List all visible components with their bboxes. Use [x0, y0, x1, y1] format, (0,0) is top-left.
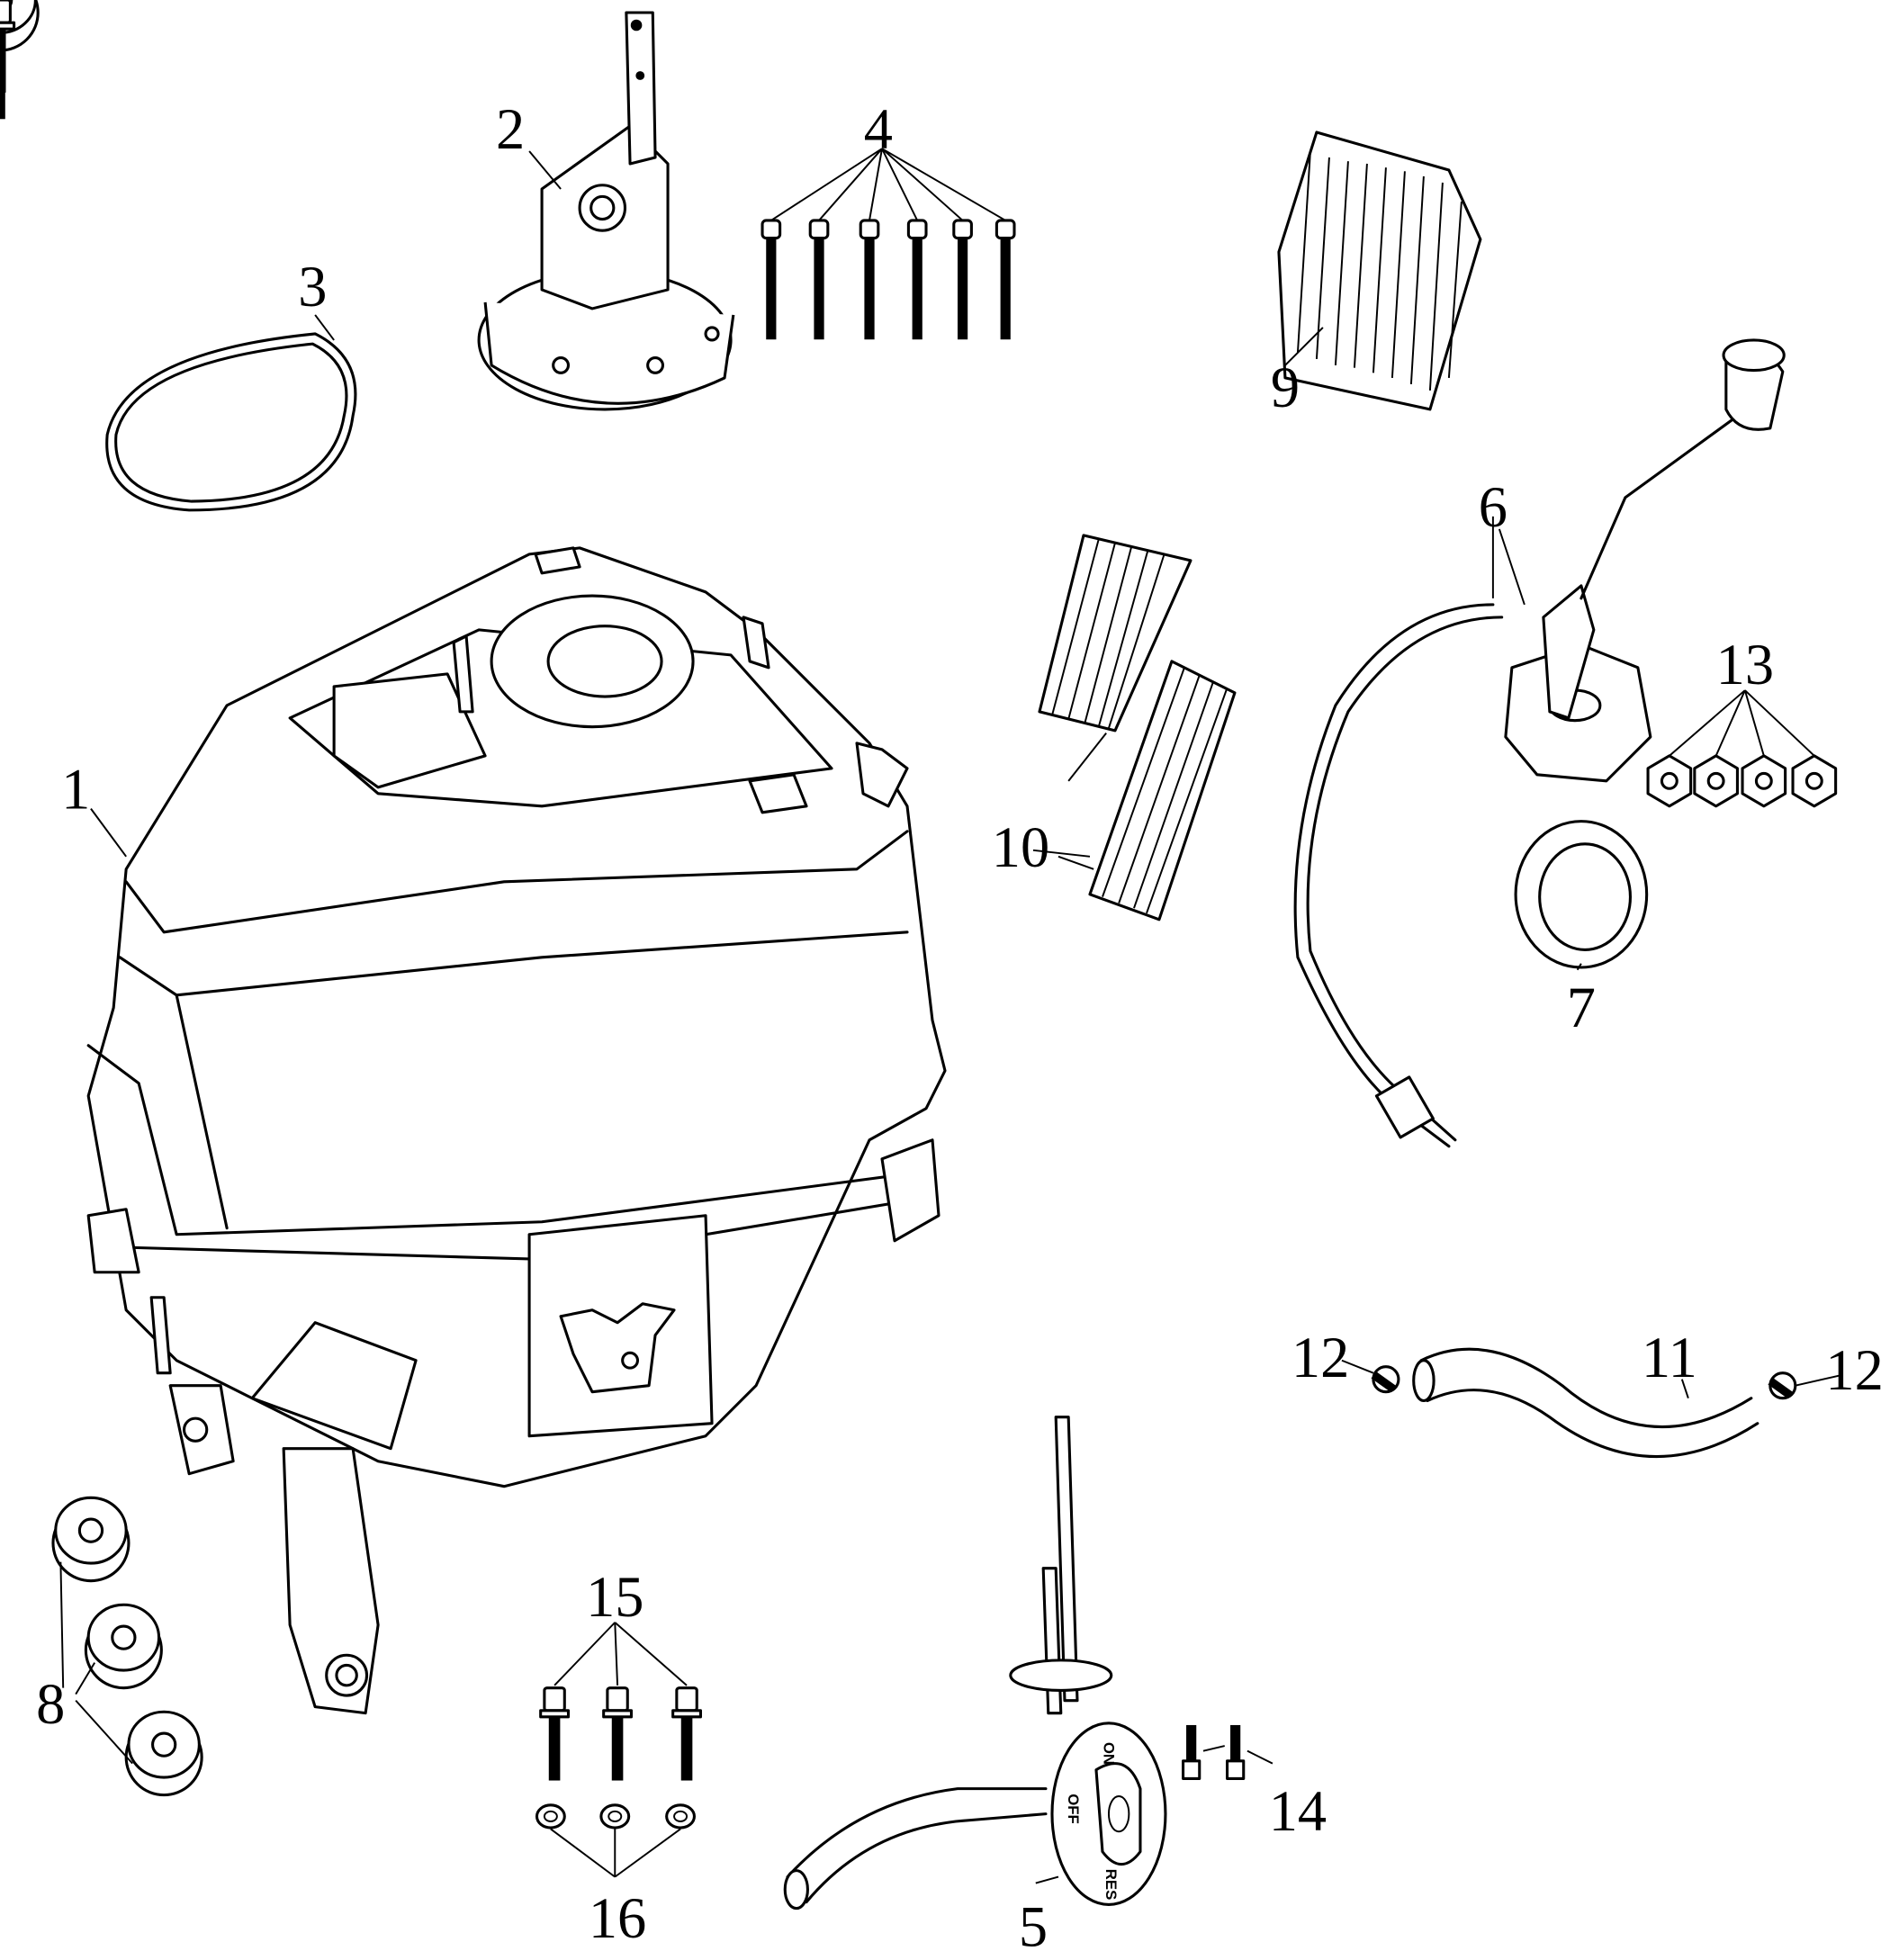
callout-5: 5	[1019, 1895, 1048, 1959]
callout-10: 10	[992, 815, 1049, 879]
callout-14: 14	[1269, 1779, 1327, 1843]
rubber-pad	[1277, 130, 1482, 411]
callout-12-left: 12	[1292, 1326, 1349, 1389]
screws-set-4	[0, 0, 1016, 341]
hose-clamp-right	[1768, 1371, 1797, 1400]
callout-11: 11	[1642, 1326, 1697, 1389]
fuel-tank	[86, 546, 947, 1715]
tap-res-label: RES	[1102, 1869, 1120, 1901]
callout-2: 2	[496, 97, 525, 161]
callout-15: 15	[586, 1565, 644, 1629]
callout-13: 13	[1716, 633, 1774, 697]
callout-9: 9	[1271, 355, 1300, 419]
washers-set-16	[535, 1803, 696, 1878]
fuel-level-sender	[1293, 338, 1786, 1148]
callout-12-right: 12	[1825, 1338, 1883, 1402]
screws-set-14	[1182, 1724, 1274, 1780]
callout-7: 7	[1567, 976, 1596, 1039]
callout-16: 16	[589, 1886, 646, 1950]
callout-4: 4	[864, 97, 893, 161]
bolts-set-15	[0, 0, 702, 1782]
tap-off-label: OFF	[1065, 1794, 1082, 1824]
callout-8: 8	[36, 1672, 65, 1736]
rubber-strips	[1038, 534, 1237, 922]
seal-ring	[1514, 820, 1649, 969]
fuel-hose	[1412, 1347, 1760, 1459]
callout-3: 3	[298, 255, 327, 319]
callout-6: 6	[1479, 475, 1508, 539]
gasket-ring	[105, 332, 357, 512]
callout-1: 1	[61, 758, 90, 822]
tap-on-label: ON	[1100, 1742, 1117, 1765]
fuel-tap: ON OFF RES	[783, 1416, 1167, 1911]
fuel-pump-cap	[477, 11, 735, 411]
callout-labels: 1 2 3 4 5 6 7 8 9 10 11 12 12 13 14 15 1…	[36, 97, 1884, 1958]
hose-clamp-left	[1371, 1365, 1400, 1394]
